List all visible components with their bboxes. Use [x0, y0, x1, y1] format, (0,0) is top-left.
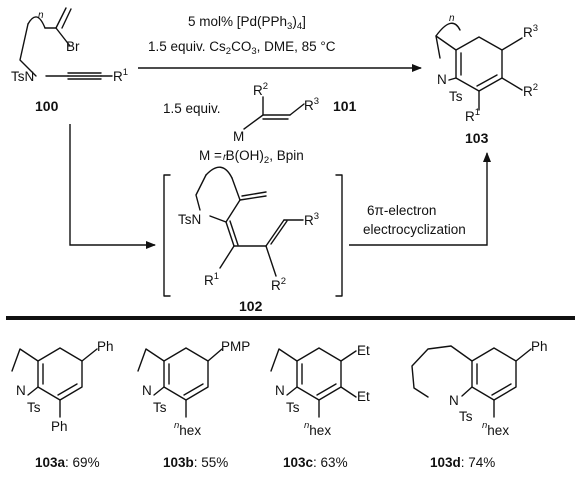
r3-label-101: R3	[304, 96, 319, 113]
catalyst-condition: 5 mol% [Pd(PPh3)4]	[188, 14, 306, 32]
ts-label-103d: Ts	[459, 409, 473, 424]
br-label: Br	[66, 39, 80, 54]
n-atom-103d: N	[449, 393, 459, 408]
r1-label-102: R1	[204, 271, 219, 288]
tsn-label-102: TsN	[178, 212, 201, 227]
compound-102-id: 102	[239, 298, 263, 314]
left-bracket	[163, 174, 171, 297]
product-103d-structure	[411, 345, 532, 418]
right-bracket	[335, 174, 343, 297]
base-solvent-condition: 1.5 equiv. Cs2CO3, DME, 85 °C	[148, 39, 336, 57]
r1-label-103: R1	[465, 107, 480, 124]
compound-103-id: 103	[465, 130, 489, 146]
electrocyclization-arrow	[349, 152, 491, 246]
n-atom-103c: N	[275, 383, 285, 398]
yield-103c: 103c: 63%	[283, 455, 348, 470]
m-label-101: M	[233, 129, 244, 144]
n-atom-103a: N	[16, 383, 26, 398]
et-label-103c-top: Et	[357, 343, 370, 358]
ph-label-103d: Ph	[531, 339, 548, 354]
compound-100-structure	[19, 7, 113, 80]
r2-label-102: R2	[271, 276, 286, 293]
hex-label-103b: nhex	[174, 420, 201, 438]
product-103c-structure	[270, 347, 357, 418]
n-label-103: n	[449, 13, 455, 24]
product-103a-structure	[11, 347, 98, 418]
pmp-label-103b: PMP	[221, 339, 250, 354]
hex-label-103c: nhex	[304, 420, 331, 438]
compound-103-structure	[435, 22, 523, 111]
r3-label-102: R3	[304, 211, 319, 228]
ts-label-103: Ts	[449, 89, 463, 104]
r1-label-100: R1	[113, 67, 128, 84]
electrocyclization-line1: 6π-electron	[367, 203, 436, 218]
yield-103b: 103b: 55%	[163, 455, 228, 470]
compound-101-structure	[243, 96, 305, 130]
ph-label-103a-bottom: Ph	[51, 419, 68, 434]
product-103b-structure	[137, 347, 223, 418]
boron-definition: M = B(OH)2, Bpin	[199, 148, 304, 166]
n-label-102: n	[223, 152, 229, 163]
n-atom-103b: N	[142, 383, 152, 398]
equiv-label: 1.5 equiv.	[163, 101, 221, 116]
n-atom-103: N	[437, 72, 447, 87]
ts-label-103a: Ts	[27, 400, 41, 415]
hex-label-103d: nhex	[482, 420, 509, 438]
electrocyclization-line2: electrocyclization	[363, 222, 466, 237]
compound-100-id: 100	[35, 98, 59, 114]
r2-label-103: R2	[523, 82, 538, 99]
ts-label-103c: Ts	[286, 400, 300, 415]
down-right-arrow	[69, 124, 156, 249]
tsn-label-100: TsN	[11, 69, 34, 84]
n-label-100: n	[38, 10, 44, 21]
yield-103a: 103a: 69%	[35, 455, 100, 470]
ts-label-103b: Ts	[153, 400, 167, 415]
compound-101-id: 101	[333, 98, 357, 114]
r2-label-101: R2	[253, 81, 268, 98]
r3-label-103: R3	[523, 23, 538, 40]
et-label-103c-bottom: Et	[357, 389, 370, 404]
compound-102-structure	[195, 166, 304, 277]
yield-103d: 103d: 74%	[430, 455, 495, 470]
ph-label-103a-top: Ph	[97, 339, 114, 354]
